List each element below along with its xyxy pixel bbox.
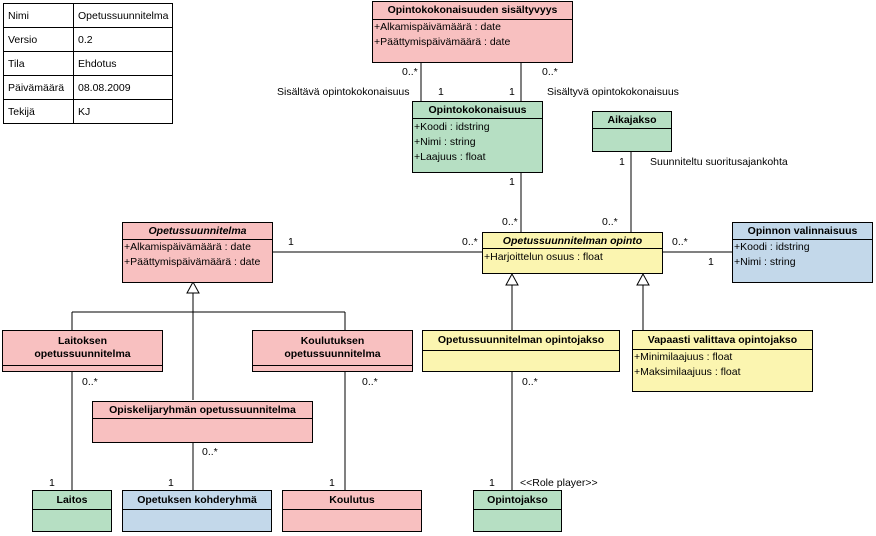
class-name: Opintojakso — [487, 494, 548, 506]
class-name-line2: opetussuunnitelma — [34, 348, 131, 360]
multiplicity: 0..* — [672, 236, 688, 248]
metadata-key: Nimi — [3, 3, 74, 28]
multiplicity: 0..* — [542, 66, 558, 78]
class-opinnon-valinnaisuus[interactable]: Opinnon valinnaisuus +Koodi : idstring +… — [732, 222, 873, 283]
multiplicity: 1 — [168, 477, 174, 489]
class-name: Koulutus — [329, 494, 375, 506]
multiplicity: 0..* — [362, 376, 378, 388]
class-name: Opetussuunnitelman opinto — [502, 235, 643, 247]
class-laitoksen-opetussuunnitelma[interactable]: Laitoksen opetussuunnitelma — [2, 330, 163, 372]
metadata-key: Tekijä — [3, 99, 74, 124]
multiplicity: 1 — [619, 156, 625, 168]
attribute: +Koodi : idstring — [734, 241, 810, 253]
class-opetussuunnitelman-opintojakso[interactable]: Opetussuunnitelman opintojakso — [422, 330, 620, 372]
class-name: Opiskelijaryhmän opetussuunnitelma — [109, 404, 296, 416]
role-label-sisaltyva: Sisältyvä opintokokonaisuus — [547, 86, 679, 98]
metadata-key: Päivämäärä — [3, 75, 74, 100]
gen-triangle-opintojakso — [505, 272, 519, 286]
multiplicity: 0..* — [462, 236, 478, 248]
metadata-value: 0.2 — [72, 27, 174, 52]
multiplicity: 0..* — [82, 376, 98, 388]
class-name-line1: Koulutuksen — [300, 335, 365, 347]
attribute: +Päättymispäivämäärä : date — [374, 36, 511, 48]
multiplicity: 1 — [329, 477, 335, 489]
class-koulutuksen-opetussuunnitelma[interactable]: Koulutuksen opetussuunnitelma — [252, 330, 413, 372]
class-laitos[interactable]: Laitos — [32, 490, 112, 532]
stereotype-label: <<Role player>> — [520, 477, 598, 489]
multiplicity: 0..* — [602, 216, 618, 228]
class-name: Vapaasti valittava opintojakso — [647, 334, 798, 346]
class-opetuksen-kohderyhma[interactable]: Opetuksen kohderyhmä — [122, 490, 272, 532]
class-name: Aikajakso — [607, 114, 657, 126]
multiplicity: 1 — [49, 477, 55, 489]
multiplicity: 1 — [489, 477, 495, 489]
class-name: Opetussuunnitelman opintojakso — [437, 334, 605, 346]
attribute: +Laajuus : float — [414, 151, 486, 163]
gen-triangle-vapaasti — [636, 272, 650, 286]
multiplicity: 1 — [509, 176, 515, 188]
class-name: Opintokokonaisuus — [428, 104, 527, 116]
class-opintojakso[interactable]: Opintojakso — [473, 490, 562, 532]
attribute: +Maksimilaajuus : float — [634, 366, 741, 378]
multiplicity: 0..* — [522, 376, 538, 388]
attribute: +Alkamispäivämäärä : date — [374, 21, 501, 33]
multiplicity: 1 — [288, 236, 294, 248]
multiplicity: 1 — [708, 256, 714, 268]
metadata-value: Ehdotus — [72, 51, 174, 76]
class-opintokokonaisuus[interactable]: Opintokokonaisuus +Koodi : idstring +Nim… — [412, 101, 543, 173]
role-label-sisaltava: Sisältävä opintokokonaisuus — [277, 86, 410, 98]
class-name: Laitos — [56, 494, 88, 506]
metadata-value: Opetussuunnitelma — [72, 3, 174, 28]
class-koulutus[interactable]: Koulutus — [282, 490, 422, 532]
class-opetussuunnitelma[interactable]: Opetussuunnitelma +Alkamispäivämäärä : d… — [122, 222, 273, 283]
class-vapaasti-valittava-opintojakso[interactable]: Vapaasti valittava opintojakso +Minimila… — [632, 330, 813, 392]
metadata-value: KJ — [72, 99, 174, 124]
class-opiskelijaryhman-opetussuunnitelma[interactable]: Opiskelijaryhmän opetussuunnitelma — [92, 401, 313, 443]
multiplicity: 1 — [438, 86, 444, 98]
multiplicity: 0..* — [402, 66, 418, 78]
class-name: Opintokokonaisuuden sisältyvyys — [387, 4, 558, 16]
attribute: +Alkamispäivämäärä : date — [124, 241, 251, 253]
class-name-line2: opetussuunnitelma — [284, 348, 381, 360]
multiplicity: 0..* — [202, 446, 218, 458]
attribute: +Minimilaajuus : float — [634, 351, 733, 363]
metadata-key: Versio — [3, 27, 74, 52]
class-name: Opetussuunnitelma — [148, 225, 247, 237]
attribute: +Nimi : string — [414, 136, 476, 148]
attribute: +Koodi : idstring — [414, 121, 490, 133]
class-opintokokonaisuuden-sisaltyvyys[interactable]: Opintokokonaisuuden sisältyvyys +Alkamis… — [372, 1, 573, 63]
class-name: Opetuksen kohderyhmä — [137, 494, 257, 506]
attribute: +Nimi : string — [734, 256, 796, 268]
class-name: Opinnon valinnaisuus — [747, 225, 858, 237]
metadata-value: 08.08.2009 — [72, 75, 174, 100]
class-name-line1: Laitoksen — [57, 335, 107, 347]
attribute: +Harjoittelun osuus : float — [484, 251, 603, 263]
gen-triangle-ops — [186, 280, 200, 294]
multiplicity: 0..* — [502, 216, 518, 228]
metadata-key: Tila — [3, 51, 74, 76]
role-label-suunniteltu: Suunniteltu suoritusajankohta — [650, 156, 788, 168]
class-aikajakso[interactable]: Aikajakso — [592, 111, 672, 152]
multiplicity: 1 — [509, 86, 515, 98]
attribute: +Päättymispäivämäärä : date — [124, 256, 261, 268]
class-opetussuunnitelman-opinto[interactable]: Opetussuunnitelman opinto +Harjoittelun … — [482, 232, 663, 274]
